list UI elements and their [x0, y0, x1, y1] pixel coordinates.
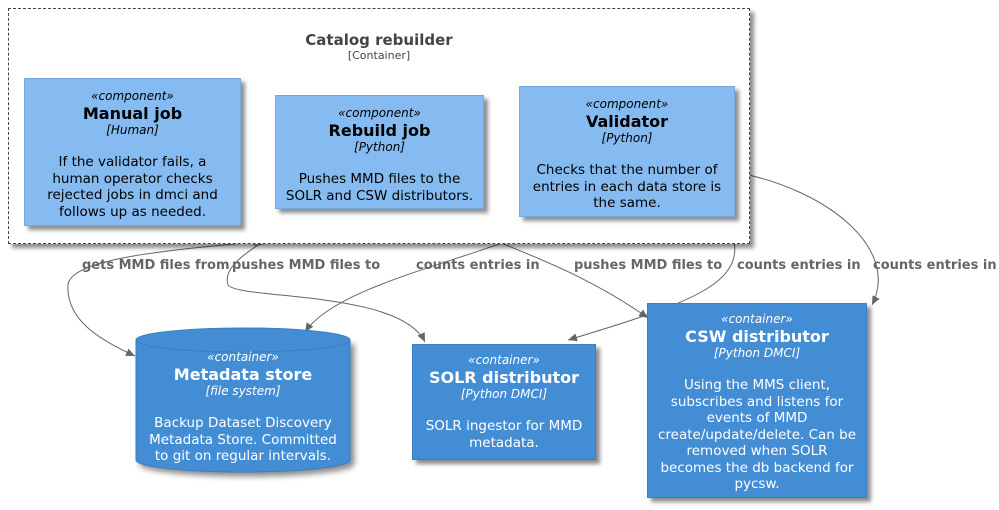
- edge-label-validator-to-csw: counts entries in: [873, 258, 997, 273]
- csw-distributor-container: «container» CSW distributor [Python DMCI…: [647, 303, 867, 498]
- stereotype-label: «component»: [91, 89, 174, 103]
- component-description: If the validator fails, a human operator…: [47, 154, 218, 220]
- container-tech: [file system]: [205, 384, 281, 398]
- edge-label-gets-mmd-files: gets MMD files from: [82, 258, 230, 273]
- boundary-subtitle: [Container]: [347, 49, 411, 62]
- component-name: Rebuild job: [328, 121, 431, 140]
- edge-label-validator-to-metadata: counts entries in: [416, 258, 540, 273]
- component-tech: [Python]: [601, 131, 653, 145]
- manual-job-component: «component» Manual job [Human] If the va…: [24, 78, 241, 226]
- validator-component: «component» Validator [Python] Checks th…: [519, 86, 735, 217]
- stereotype-label: «container»: [207, 350, 279, 364]
- rebuild-job-component: «component» Rebuild job [Python] Pushes …: [275, 95, 484, 209]
- metadata-store-cylinder: [135, 327, 351, 473]
- metadata-store-container: «container» Metadata store [file system]…: [136, 350, 350, 465]
- component-name: Manual job: [82, 104, 183, 123]
- stereotype-label: «container»: [721, 312, 793, 326]
- edge-label-rebuild-to-csw: pushes MMD files to: [574, 258, 723, 273]
- boundary-title: Catalog rebuilder: [305, 31, 453, 49]
- solr-distributor-container: «container» SOLR distributor [Python DMC…: [412, 344, 596, 460]
- edge-gets-mmd-files: [67, 239, 276, 357]
- edge-label-validator-to-solr: counts entries in: [737, 258, 861, 273]
- container-tech: [Python DMCI]: [713, 346, 801, 360]
- container-name: SOLR distributor: [428, 368, 580, 387]
- component-name: Validator: [585, 112, 669, 131]
- container-name: CSW distributor: [685, 327, 829, 346]
- container-description: SOLR ingestor for MMD metadata.: [425, 418, 583, 451]
- container-tech: [Python DMCI]: [460, 387, 548, 401]
- stereotype-label: «container»: [468, 353, 540, 367]
- edge-validator-to-csw: [734, 171, 880, 306]
- component-description: Pushes MMD files to the SOLR and CSW dis…: [285, 171, 474, 204]
- stereotype-label: «component»: [585, 97, 669, 111]
- container-description: Using the MMS client, subscribes and lis…: [657, 377, 857, 492]
- edge-label-rebuild-to-solr: pushes MMD files to: [232, 258, 381, 273]
- container-description: Backup Dataset Discovery Metadata Store.…: [149, 415, 337, 464]
- component-tech: [Python]: [354, 140, 405, 154]
- component-tech: [Human]: [106, 123, 159, 137]
- container-name: Metadata store: [173, 365, 313, 384]
- component-description: Checks that the number of entries in eac…: [532, 162, 722, 211]
- stereotype-label: «component»: [338, 106, 421, 120]
